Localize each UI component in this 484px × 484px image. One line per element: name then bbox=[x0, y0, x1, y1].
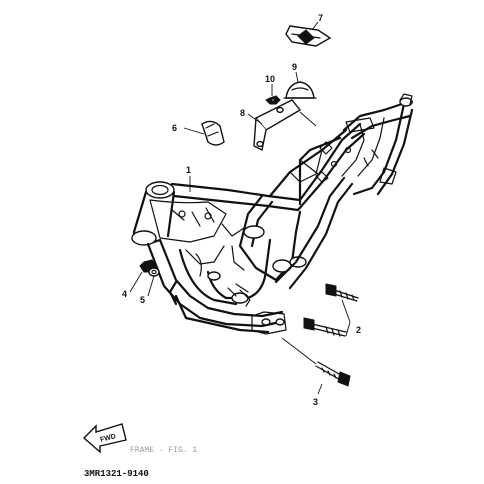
clip-bracket bbox=[201, 120, 225, 146]
part-label-2: 2 bbox=[356, 325, 361, 335]
part-label-9: 9 bbox=[292, 62, 297, 72]
engine-mount-bolts bbox=[303, 283, 359, 337]
part-label-5: 5 bbox=[140, 295, 145, 305]
part-label-4: 4 bbox=[122, 289, 127, 299]
part-label-7: 7 bbox=[318, 13, 323, 23]
part-label-6: 6 bbox=[172, 123, 177, 133]
part-label-3: 3 bbox=[313, 397, 318, 407]
motorcycle-frame bbox=[131, 93, 414, 335]
faded-caption: FRAME · FIG. 1 bbox=[130, 446, 197, 455]
front-direction-arrow: FWD bbox=[82, 423, 127, 454]
long-bolt bbox=[281, 337, 351, 387]
small-nut bbox=[265, 95, 281, 105]
part-label-1: 1 bbox=[186, 165, 191, 175]
nut-and-washer bbox=[139, 259, 160, 277]
front-arrow-label: FWD bbox=[100, 433, 117, 444]
dome-cap bbox=[283, 81, 317, 99]
part-label-8: 8 bbox=[240, 108, 245, 118]
bracket-plate bbox=[285, 25, 332, 47]
part-label-10: 10 bbox=[265, 74, 275, 84]
leader-lines bbox=[129, 21, 351, 395]
mount-bracket bbox=[253, 99, 317, 152]
reference-code: 3MR1321-9140 bbox=[84, 469, 149, 479]
